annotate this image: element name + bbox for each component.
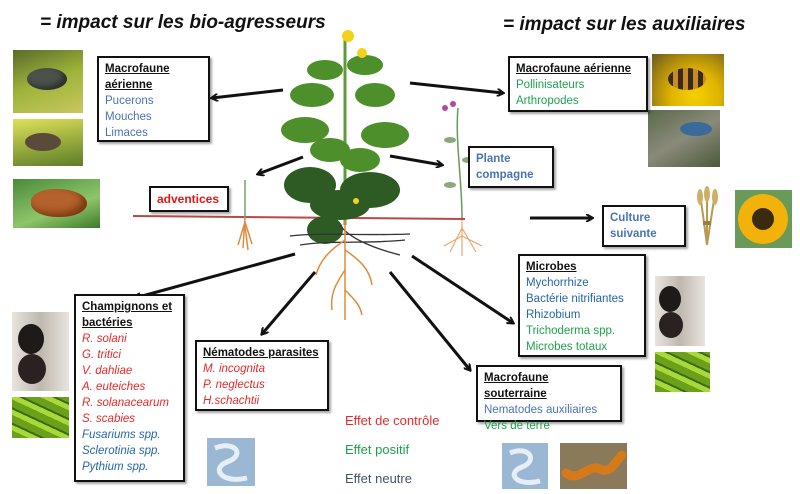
aphid-photo <box>13 50 83 113</box>
list-item-nematodes-auxiliaires: Nematodes auxiliaires <box>484 404 598 416</box>
sunflower-photo <box>735 190 792 248</box>
list-item-fusariums: Fusariums spp. <box>82 429 161 441</box>
companion-plant <box>442 101 483 256</box>
plante-compagne-line1: Plante <box>476 153 511 165</box>
box-microbes: Microbes Mychorrhize Bactérie nitrifiant… <box>518 254 646 357</box>
box-champignons-bacteries: Champignons et bactéries R. solani G. tr… <box>74 294 185 482</box>
box-title: Macrofaune souterraine <box>484 372 549 400</box>
box-title-line1: Macrofaune <box>105 63 170 75</box>
list-item-rhizobium: Rhizobium <box>526 309 581 321</box>
list-item-a-euteiches: A. euteiches <box>82 381 146 393</box>
list-item-sclerotinia: Sclerotinia spp. <box>82 445 161 457</box>
legend-effet-controle: Effet de contrôle <box>345 413 440 428</box>
list-item-v-dahliae: V. dahliae <box>82 365 133 377</box>
box-macrofaune-souterraine: Macrofaune souterraine Nematodes auxilia… <box>476 365 622 432</box>
list-item-pucerons: Pucerons <box>105 95 154 107</box>
list-item-p-neglectus: P. neglectus <box>203 379 265 391</box>
wheat-photo <box>690 185 725 247</box>
plante-compagne-line2: compagne <box>476 169 534 181</box>
box-title-line2: bactéries <box>82 317 133 329</box>
arrow-to-nematodes <box>262 271 317 334</box>
heading-bio-agresseurs: = impact sur les bio-agresseurs <box>40 12 326 33</box>
bee-photo <box>652 54 724 106</box>
box-culture-suivante: Culture suivante <box>602 205 686 247</box>
central-plant <box>281 30 411 320</box>
heading-auxiliaires: = impact sur les auxiliaires <box>503 14 746 35</box>
list-item-pythium: Pythium spp. <box>82 461 149 473</box>
nematode-photo-right <box>502 443 548 489</box>
list-item-m-incognita: M. incognita <box>203 363 266 375</box>
list-item-limaces: Limaces <box>105 127 148 139</box>
weed-plant <box>237 180 253 251</box>
list-item-trichoderma: Trichoderma spp. <box>526 325 616 337</box>
earthworm-photo <box>560 443 627 489</box>
culture-suivante-line2: suivante <box>610 228 657 240</box>
list-item-r-solanacearum: R. solanacearum <box>82 397 169 409</box>
fungus-photo-right <box>655 276 705 346</box>
list-item-r-solani: R. solani <box>82 333 127 345</box>
arrow-to-champignons <box>135 252 296 298</box>
list-item-g-tritici: G. tritici <box>82 349 121 361</box>
soil-line <box>132 215 466 220</box>
bacteria-photo-left <box>12 397 69 438</box>
box-nematodes-parasites: Nématodes parasites M. incognita P. negl… <box>195 340 329 411</box>
beetle-photo <box>648 110 720 167</box>
arrow-to-microbes <box>411 254 513 323</box>
arrow-to-macrofaune-left <box>212 88 284 98</box>
box-title: Nématodes parasites <box>203 347 319 359</box>
culture-suivante-line1: Culture <box>610 212 651 224</box>
list-item-arthropodes: Arthropodes <box>516 95 579 107</box>
box-macrofaune-aerienne-bioagresseurs: Macrofaune aérienne Pucerons Mouches Lim… <box>97 56 210 142</box>
list-item-bacterie-nitrifiantes: Bactérie nitrifiantes <box>526 293 624 305</box>
box-plante-compagne: Plante compagne <box>468 146 554 188</box>
list-item-h-schachtii: H.schachtii <box>203 395 260 407</box>
list-item-s-scabies: S. scabies <box>82 413 136 425</box>
list-item-microbes-totaux: Microbes totaux <box>526 341 608 353</box>
list-item-vers-de-terre: Vers de terre <box>484 420 550 432</box>
arrow-to-plante-compagne <box>389 154 442 165</box>
arrow-to-adventices <box>258 155 304 174</box>
box-title: Microbes <box>526 261 577 273</box>
list-item-mouches: Mouches <box>105 111 152 123</box>
arrow-to-macrofaune-souterraine <box>388 271 470 370</box>
box-title: Macrofaune aérienne <box>516 63 632 75</box>
box-macrofaune-aerienne-auxiliaires: Macrofaune aérienne Pollinisateurs Arthr… <box>508 56 648 112</box>
nematode-photo-left <box>207 438 255 486</box>
fly-photo <box>13 119 83 166</box>
legend-effet-neutre: Effet neutre <box>345 471 412 486</box>
box-title-line1: Champignons et <box>82 301 173 313</box>
box-title-line2: aérienne <box>105 79 153 91</box>
box-adventices: adventices <box>149 186 229 212</box>
adventices-label: adventices <box>157 192 220 206</box>
list-item-pollinisateurs: Pollinisateurs <box>516 79 585 91</box>
list-item-mychorrhize: Mychorrhize <box>526 277 589 289</box>
arrow-to-macrofaune-right <box>409 81 503 93</box>
legend-effet-positif: Effet positif <box>345 442 410 457</box>
fungus-photo-left <box>12 312 69 391</box>
slug-photo <box>13 179 100 228</box>
bacteria-photo-right <box>655 352 710 392</box>
